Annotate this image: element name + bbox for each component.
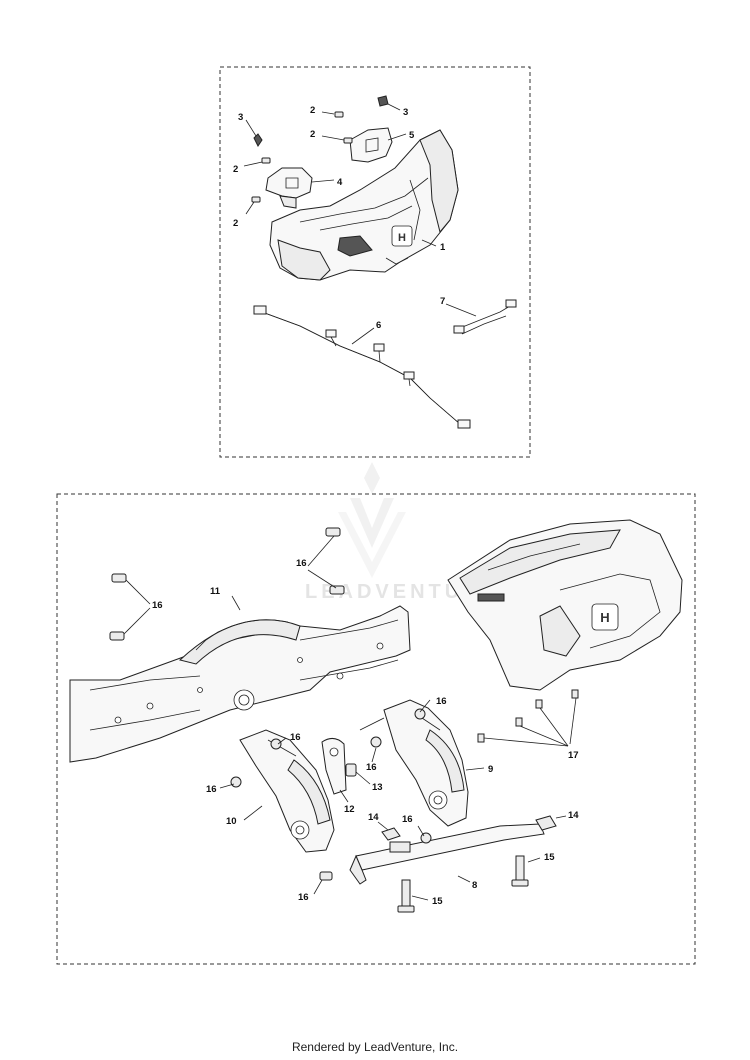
callout-label: 2	[310, 129, 315, 140]
part-12-clamp	[321, 738, 347, 795]
part-5-bracket	[349, 127, 393, 163]
part-9-pedal-bracket-right	[359, 699, 469, 827]
part-13-fitting	[345, 763, 357, 777]
callout-label: 11	[210, 586, 221, 597]
callouts-lower: 11 16 16 16 16 16 16 16 16 10 9 12 13 14…	[123, 535, 579, 907]
callout-label: 16	[298, 892, 309, 903]
callout-label: 6	[376, 320, 381, 331]
part-6-wire-harness	[253, 305, 471, 429]
callout-label: 16	[152, 600, 163, 611]
part-14-nuts	[381, 815, 557, 841]
callout-label: 2	[233, 164, 238, 175]
part-7-small-harness	[453, 299, 517, 335]
screws-part-2	[251, 111, 353, 203]
callout-label: 16	[206, 784, 217, 795]
watermark-logo	[338, 462, 406, 578]
part-10-pedal-bracket-left	[239, 729, 335, 853]
svg-text:H: H	[600, 610, 609, 625]
callout-label: 10	[226, 816, 237, 827]
callout-label: 16	[436, 696, 447, 707]
callout-label: 3	[403, 107, 408, 118]
callout-label: 14	[568, 810, 579, 821]
upper-detail-box	[219, 66, 531, 458]
callout-label: 4	[337, 177, 343, 188]
callout-label: 15	[544, 852, 555, 863]
watermark-text: LEADVENTURE	[305, 581, 499, 603]
callout-label: 14	[368, 812, 379, 823]
callout-label: 1	[440, 242, 446, 253]
part-16-flange-bolts	[109, 527, 432, 881]
hood-panel: H	[447, 519, 683, 691]
footer-credit: Rendered by LeadVenture, Inc.	[291, 1040, 459, 1054]
callout-label: 2	[233, 218, 238, 229]
callout-label: 16	[366, 762, 377, 773]
callouts-upper: 1 2 2 2 2 3 3 4 5 6 7	[233, 103, 477, 345]
callout-label: 8	[472, 880, 477, 891]
callout-label: 15	[432, 896, 443, 907]
part-15-bolts	[397, 855, 529, 913]
callout-label: 16	[402, 814, 413, 825]
callout-label: 2	[310, 105, 315, 116]
callout-label: 9	[488, 764, 493, 775]
part-17-clips	[477, 689, 579, 743]
callout-label: 3	[238, 112, 243, 123]
callout-label: 12	[344, 804, 355, 815]
callout-label: 17	[568, 750, 579, 761]
part-11-dash-plate	[69, 605, 411, 763]
svg-text:H: H	[398, 232, 406, 244]
callout-label: 16	[290, 732, 301, 743]
lower-detail-box	[56, 493, 696, 965]
callout-label: 5	[409, 130, 415, 141]
part-4-bracket	[265, 167, 313, 209]
part-1-dash-bezel: H	[269, 129, 459, 281]
callout-label: 16	[296, 558, 307, 569]
callout-label: 13	[372, 782, 383, 793]
part-8-pedal-bar	[349, 823, 545, 885]
callout-label: 7	[440, 296, 445, 307]
